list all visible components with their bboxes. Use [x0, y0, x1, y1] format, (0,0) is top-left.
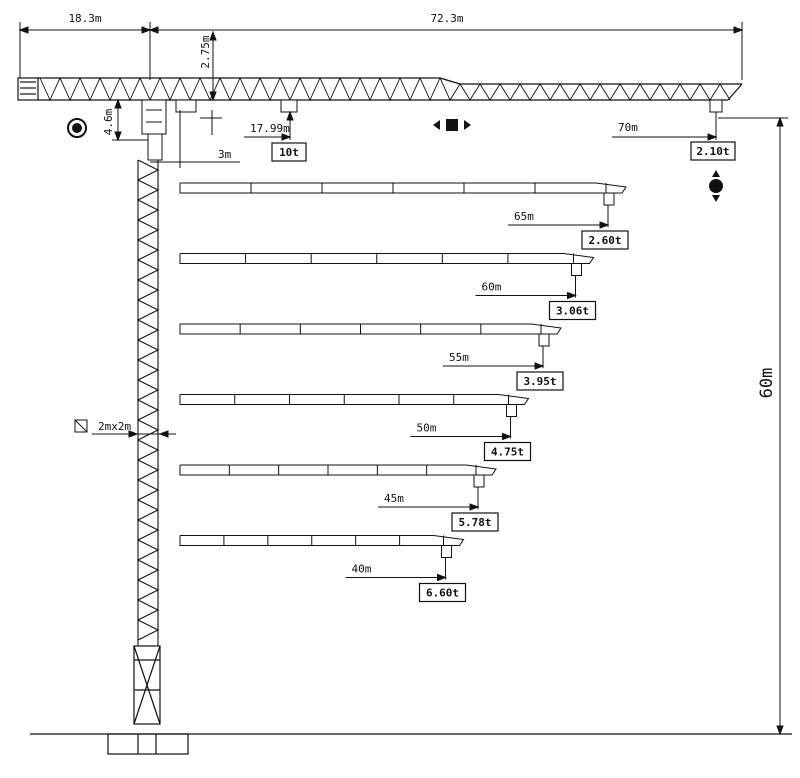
mast-lattice	[136, 159, 160, 641]
max-load-box	[271, 142, 307, 162]
jib-config-50	[179, 394, 530, 441]
trolley	[571, 263, 582, 276]
jib-config-45	[179, 464, 497, 511]
tower-height-label: 60m	[757, 368, 777, 399]
max-load-arrow	[244, 133, 292, 141]
jib-config-radius: 45m	[384, 492, 404, 505]
jib-config-load: 6.60t	[426, 587, 459, 600]
operator-cab	[141, 99, 167, 161]
trolley	[538, 333, 550, 347]
jib-trolleys	[175, 99, 723, 140]
jib-config-radius: 40m	[352, 563, 372, 576]
arrow-head	[437, 573, 447, 582]
jib-config-load-box	[690, 141, 736, 161]
jib-config-load: 5.78t	[458, 516, 491, 529]
trolley	[506, 404, 517, 417]
jib-config-load: 2.60t	[588, 234, 621, 247]
main-jib	[17, 77, 743, 101]
trolley-offset-dimension	[150, 110, 240, 168]
jib-config-load-box	[451, 512, 499, 532]
jib-bar	[179, 323, 562, 335]
tower-base	[107, 645, 189, 755]
jib-lattice	[39, 76, 731, 102]
jib-config-40	[179, 535, 465, 582]
jib-config-load-box	[548, 300, 597, 321]
jib-bar	[179, 182, 627, 194]
jib-config-load: 4.75t	[491, 446, 524, 459]
jib-bar	[179, 464, 497, 476]
jib-config-load: 3.95t	[523, 375, 556, 388]
jib-lattice-web	[39, 76, 731, 102]
jib-config-load: 2.10t	[696, 145, 729, 158]
jib-config-load-box	[581, 230, 629, 250]
main-jib-length: 72.3m	[430, 12, 463, 25]
jib-config-60	[179, 253, 595, 300]
height-dimension	[718, 116, 788, 736]
jib-config-radius: 50m	[417, 422, 437, 435]
trolley-travel-icon	[433, 119, 471, 131]
jib-height-label: 2.75m	[199, 35, 212, 68]
jib-bar	[179, 253, 595, 264]
jib-config-load-box	[516, 371, 564, 391]
top-dimension-line	[18, 22, 744, 80]
jib-config-radius: 65m	[514, 210, 534, 223]
jib-bar	[179, 394, 530, 405]
jib-config-radius: 55m	[449, 351, 469, 364]
arrow-head	[469, 503, 480, 511]
max-load-capacity: 10t	[279, 146, 299, 159]
trolley-offset-label: 3m	[218, 148, 232, 161]
jib-config-load-box	[483, 441, 532, 462]
arrow-head	[534, 362, 545, 370]
jib-config-70-arrow	[612, 133, 718, 141]
alternative-jib-configs: 65m 2.60t 60m 3.06t 55m 3.95t 50m 4.75t 45m 5.78t…	[179, 182, 629, 603]
jib-config-load-box	[418, 582, 467, 603]
arrow-head	[502, 432, 512, 441]
counter-jib-length: 18.3m	[68, 12, 101, 25]
section-size-label: 2mx2m	[98, 420, 131, 433]
cabin-offset-label: 4.6m	[102, 108, 115, 135]
tower-mast	[136, 159, 160, 646]
jib-config-65	[179, 182, 627, 229]
trolley	[473, 474, 485, 488]
trolley	[441, 545, 452, 558]
arrow-head	[567, 291, 577, 300]
jib-config-radius: 60m	[482, 281, 502, 294]
jib-config-radius: 70m	[618, 121, 638, 134]
cabin-offset-dimension	[112, 98, 150, 142]
jib-config-55	[179, 323, 562, 370]
jib-bar	[179, 535, 465, 546]
section-dimension	[92, 430, 176, 438]
section-symbol-icon	[74, 419, 88, 433]
slewing-icon	[67, 118, 87, 138]
trolley	[603, 192, 615, 206]
hoist-icon	[709, 170, 723, 202]
jib-config-load: 3.06t	[556, 305, 589, 318]
arrow-head	[599, 221, 610, 229]
max-load-radius: 17.99m	[250, 122, 290, 135]
